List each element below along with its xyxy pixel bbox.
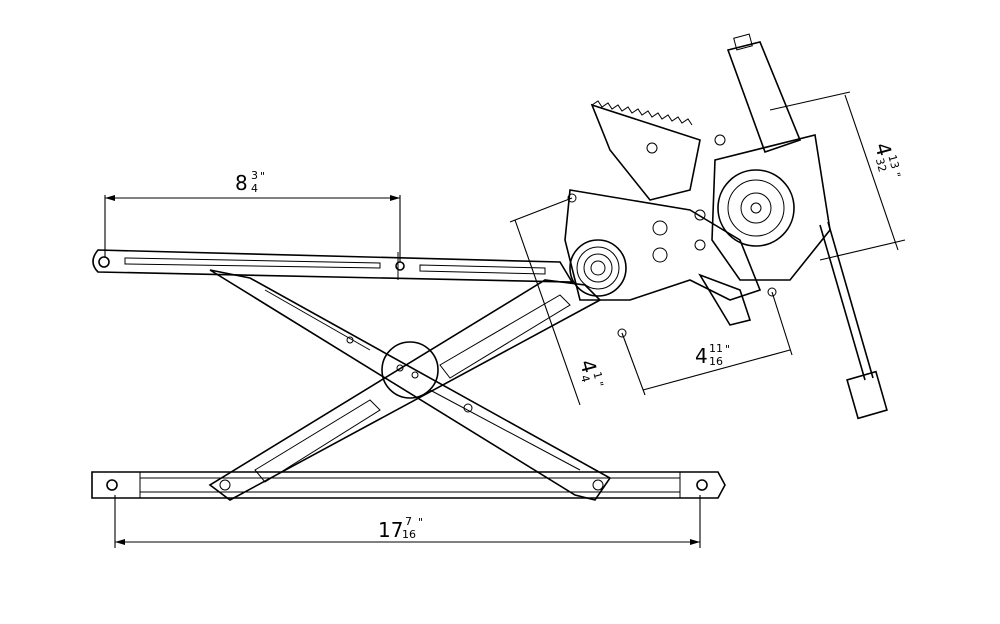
dim-label-17-7-16: 17 7 16 " xyxy=(378,515,423,542)
dim-label-8-3-4: 8 3 4 " xyxy=(235,169,265,195)
svg-text:1: 1 xyxy=(590,370,604,380)
gear-sector xyxy=(564,100,777,338)
svg-text:": " xyxy=(725,343,730,356)
svg-text:4: 4 xyxy=(578,374,592,384)
dim-label-4-13-32: 4 13 32 " xyxy=(870,140,903,179)
top-rail xyxy=(92,249,574,283)
svg-text:": " xyxy=(260,170,265,183)
scissor-arms xyxy=(208,269,612,501)
svg-text:17: 17 xyxy=(378,518,403,542)
svg-text:3: 3 xyxy=(251,169,258,182)
svg-text:13: 13 xyxy=(885,153,901,170)
svg-text:16: 16 xyxy=(402,528,416,541)
svg-text:8: 8 xyxy=(235,171,248,195)
svg-text:7: 7 xyxy=(405,515,412,528)
svg-text:32: 32 xyxy=(873,157,889,174)
svg-text:4: 4 xyxy=(575,357,601,376)
svg-text:": " xyxy=(592,380,606,388)
svg-text:4: 4 xyxy=(251,182,258,195)
clock-spring xyxy=(569,239,627,297)
dim-label-4-11-16: 4 11 16 " xyxy=(695,342,730,368)
svg-text:16: 16 xyxy=(709,355,723,368)
bottom-rail xyxy=(91,471,726,499)
svg-text:4: 4 xyxy=(870,140,896,159)
motor xyxy=(711,33,888,420)
svg-text:": " xyxy=(418,516,423,529)
svg-text:4: 4 xyxy=(695,344,708,368)
svg-text:11: 11 xyxy=(709,342,723,355)
dimension-lines xyxy=(104,91,906,548)
dim-label-4-1-4: 4 1 4 " xyxy=(575,357,606,388)
svg-text:": " xyxy=(889,171,903,179)
